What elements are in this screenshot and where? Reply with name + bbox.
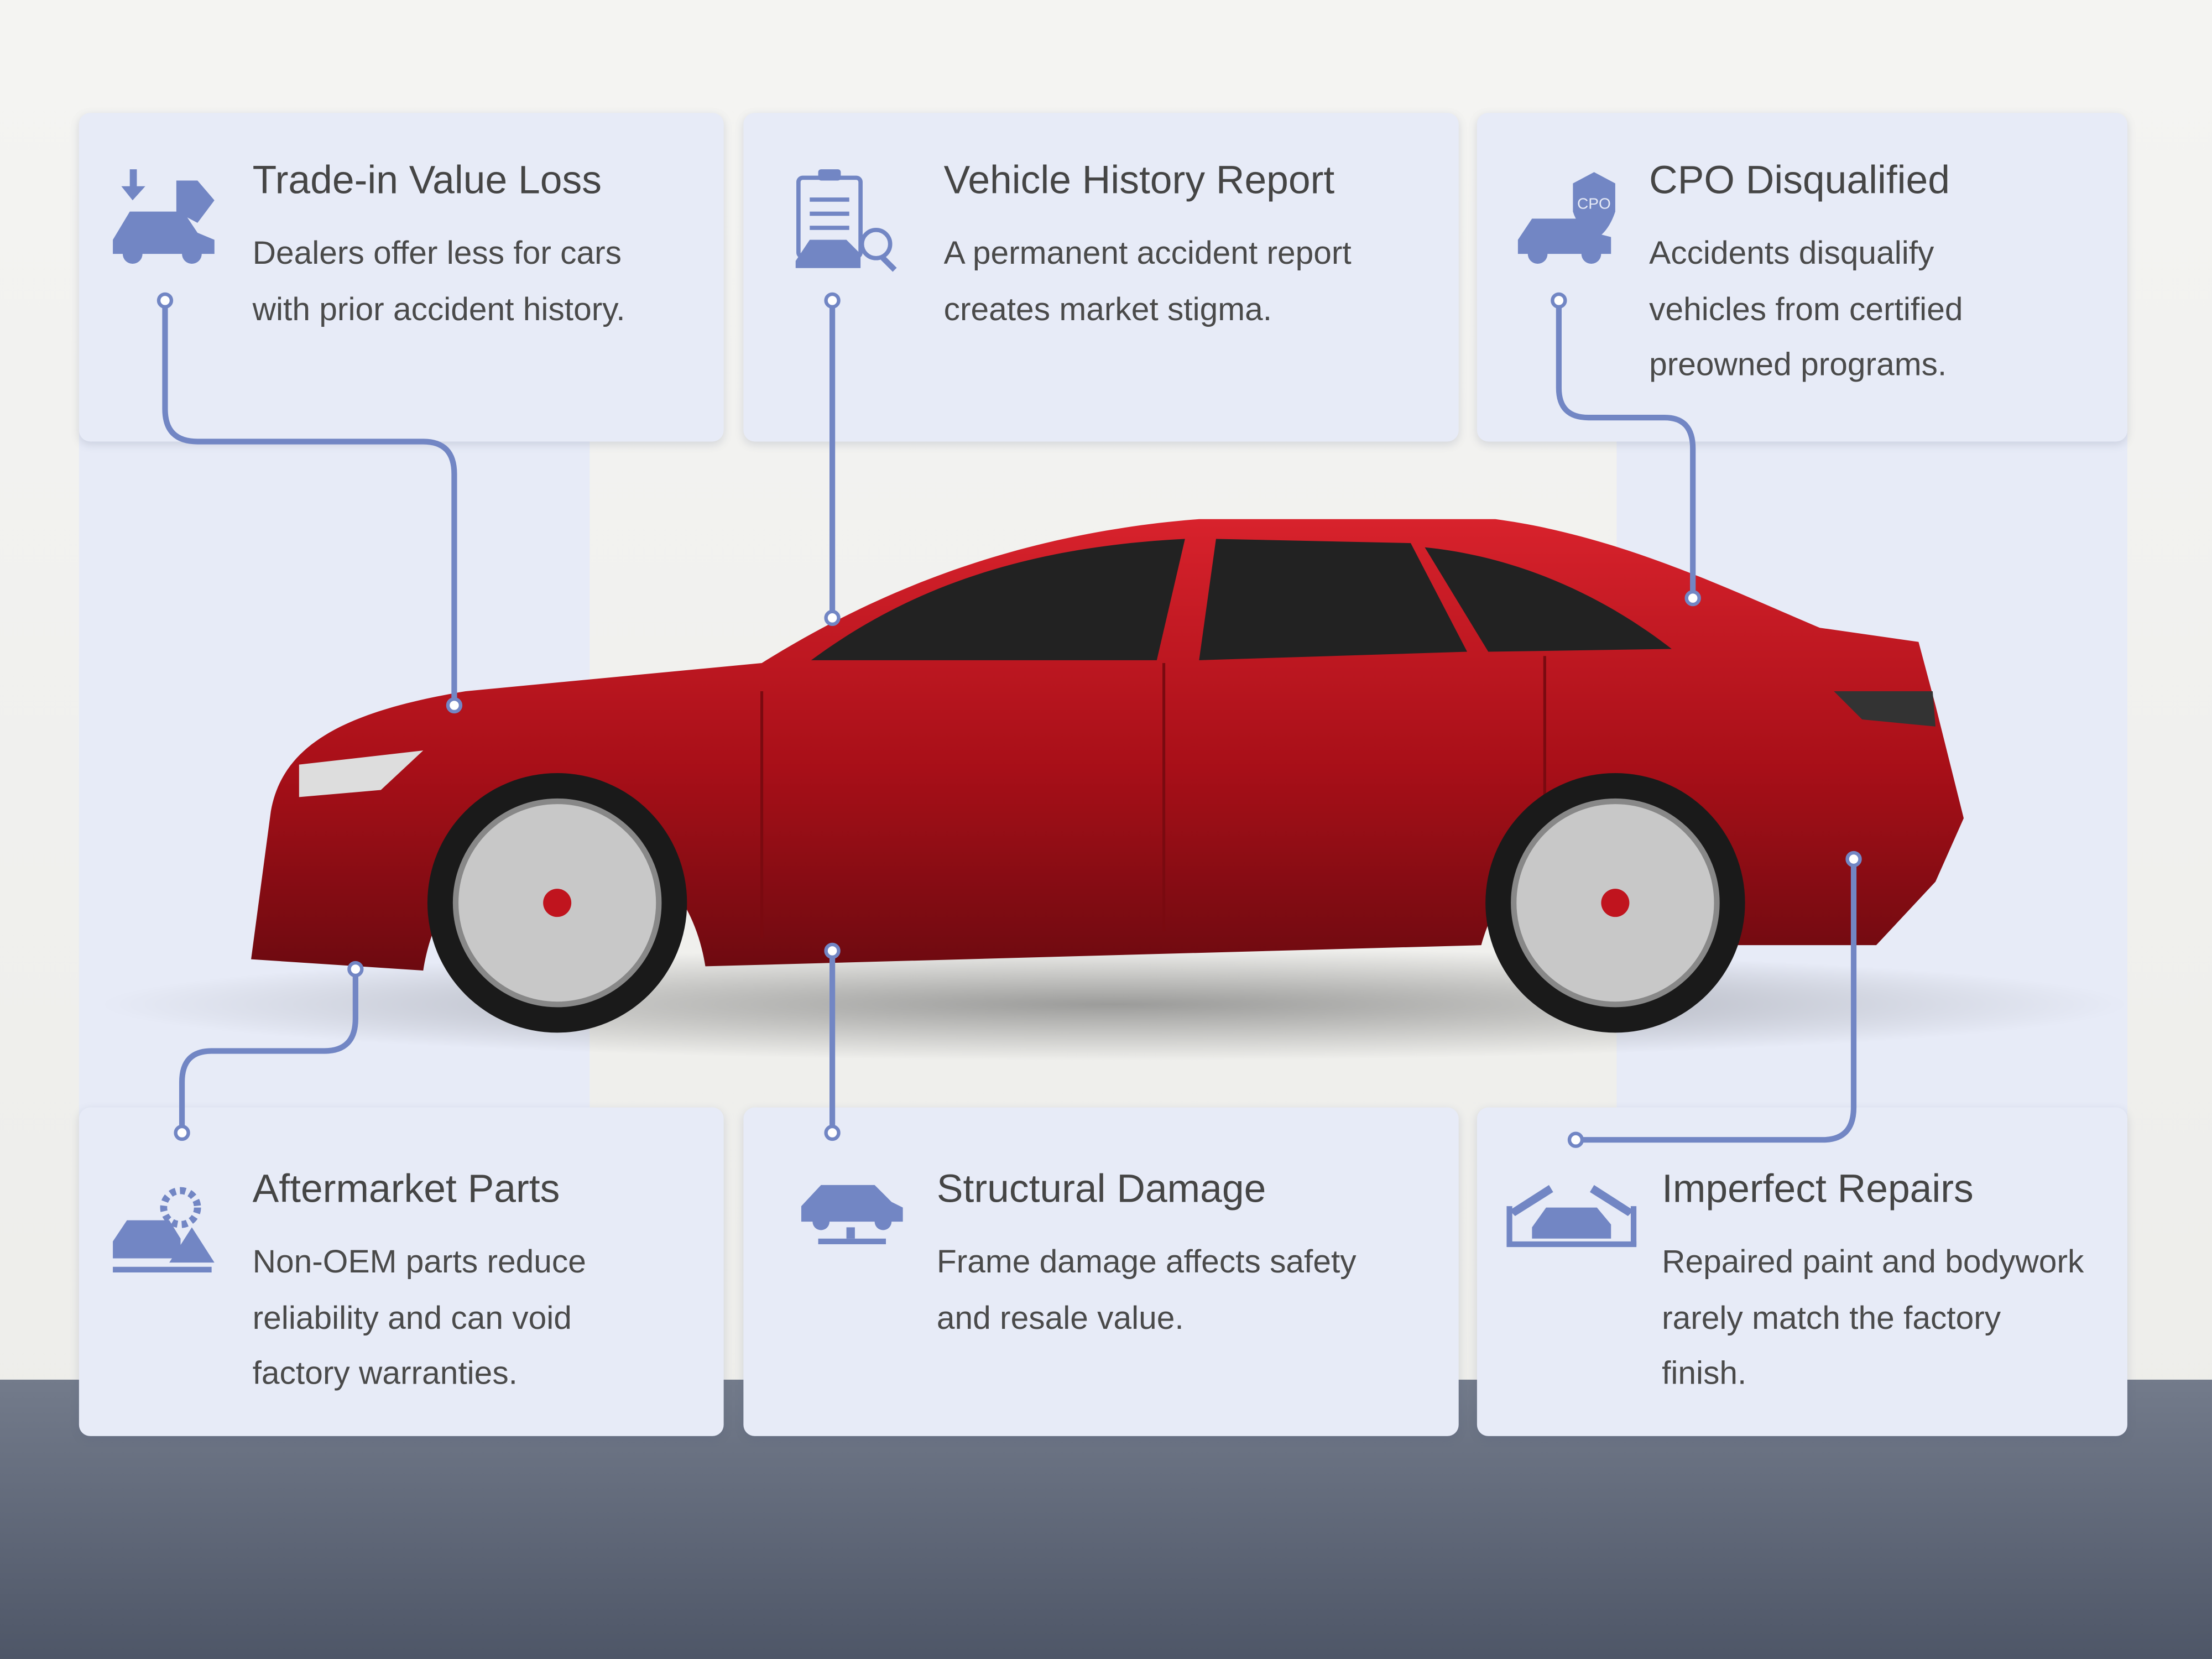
card-title: Trade-in Value Loss	[252, 158, 602, 202]
front-wheel	[427, 773, 687, 1033]
card-title: Structural Damage	[936, 1166, 1266, 1211]
card-description: Frame damage affects safety and resale v…	[936, 1243, 1357, 1335]
car-robot-arms-icon	[1506, 1185, 1637, 1248]
card-imperfect-repairs	[1477, 1107, 2127, 1436]
car-cpo-shield-icon: CPO	[1517, 172, 1615, 264]
card-structural-damage	[743, 1107, 1459, 1436]
cpo-badge-text: CPO	[1577, 195, 1611, 212]
card-description: Repaired paint and bodywork rarely match…	[1662, 1243, 2084, 1391]
headlight	[299, 750, 424, 797]
card-description: A permanent accident report creates mark…	[943, 234, 1352, 327]
clipboard-car-search-icon	[795, 169, 897, 272]
connector-trade-in	[162, 300, 457, 706]
card-title: Aftermarket Parts	[252, 1166, 560, 1211]
card-cpo-disqualified	[1477, 113, 2127, 442]
card-vehicle-history-report	[743, 113, 1459, 442]
card-title: Imperfect Repairs	[1662, 1166, 1974, 1211]
card-title: CPO Disqualified	[1649, 158, 1950, 202]
card-description: Accidents disqualify vehicles from certi…	[1649, 234, 1963, 383]
connector-aftermarket	[179, 969, 358, 1133]
connector-cpo	[1556, 300, 1696, 598]
car-gear-warning-icon	[113, 1187, 215, 1273]
car-lift-icon	[801, 1185, 903, 1244]
connector-dots	[156, 292, 1862, 1148]
card-description: Non-OEM parts reduce reliability and can…	[252, 1243, 586, 1391]
car-price-tag-down-icon	[113, 169, 215, 264]
connector-repairs	[1575, 859, 1857, 1143]
taillight	[1834, 691, 1936, 727]
card-title: Vehicle History Report	[943, 158, 1335, 202]
card-trade-in-value-loss	[79, 113, 724, 442]
car-windows	[811, 539, 1672, 660]
rear-wheel	[1485, 773, 1745, 1033]
card-description: Dealers offer less for cars with prior a…	[252, 234, 625, 327]
